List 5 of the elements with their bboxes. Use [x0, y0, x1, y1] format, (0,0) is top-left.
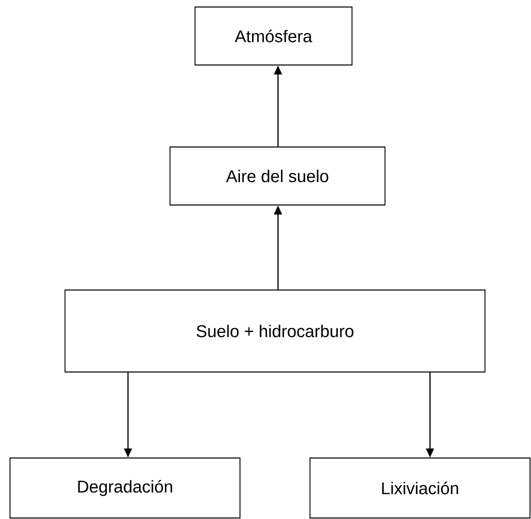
process-box: Lixiviación — [310, 458, 530, 518]
process-box: Suelo + hidrocarburo — [64, 290, 486, 372]
process-box: Atmósfera — [194, 6, 352, 66]
process-box: Degradación — [10, 458, 240, 518]
process-box: Aire del suelo — [170, 146, 386, 206]
